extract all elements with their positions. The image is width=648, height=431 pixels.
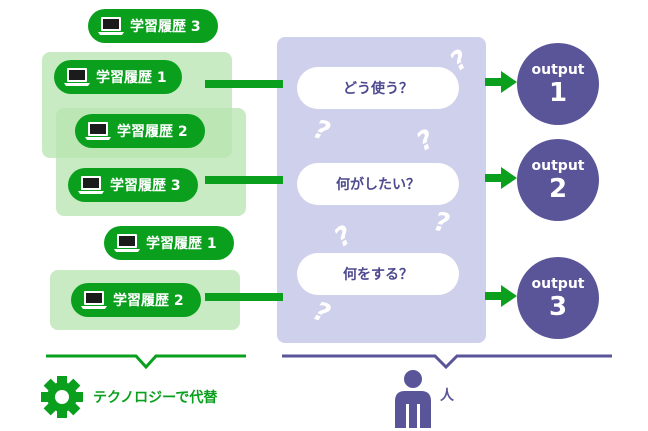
technology-label: テクノロジーで代替 bbox=[93, 390, 218, 406]
technology-bracket bbox=[46, 354, 246, 370]
output-circle-1: output 1 bbox=[517, 43, 599, 125]
question-bubble-2: 何がしたい？ bbox=[297, 163, 459, 205]
history-label: 学習履歴 3 bbox=[110, 178, 181, 194]
output-circle-3: output 3 bbox=[517, 257, 599, 339]
question-text: 何をする？ bbox=[343, 267, 413, 283]
output-number: 3 bbox=[548, 292, 568, 322]
history-pill-group1-a: 学習履歴 1 bbox=[54, 60, 182, 94]
person-icon bbox=[395, 370, 431, 428]
output-circle-2: output 2 bbox=[517, 139, 599, 221]
question-text: どう使う？ bbox=[343, 81, 413, 97]
laptop-icon bbox=[85, 122, 111, 140]
history-pill-group1-b: 学習履歴 2 bbox=[75, 114, 205, 148]
question-text: 何がしたい？ bbox=[336, 177, 420, 193]
output-word: output bbox=[531, 158, 585, 174]
arrow-right-icon bbox=[485, 71, 517, 93]
laptop-icon bbox=[64, 68, 90, 86]
history-pill-group2-a: 学習履歴 2 bbox=[71, 283, 201, 317]
connector-bar-1 bbox=[205, 80, 283, 88]
laptop-icon bbox=[81, 291, 107, 309]
output-word: output bbox=[531, 276, 585, 292]
arrow-right-icon bbox=[485, 285, 517, 307]
output-word: output bbox=[531, 62, 585, 78]
history-label: 学習履歴 1 bbox=[146, 236, 217, 252]
history-pill-group2-outside: 学習履歴 1 bbox=[104, 226, 234, 260]
history-label: 学習履歴 2 bbox=[117, 124, 188, 140]
connector-bar-3 bbox=[205, 293, 283, 301]
laptop-icon bbox=[78, 176, 104, 194]
history-label: 学習履歴 3 bbox=[130, 19, 201, 35]
laptop-icon bbox=[114, 234, 140, 252]
human-label: 人 bbox=[440, 388, 454, 404]
history-label: 学習履歴 1 bbox=[96, 70, 167, 86]
connector-bar-2 bbox=[205, 176, 283, 184]
question-bubble-1: どう使う？ bbox=[297, 67, 459, 109]
laptop-icon bbox=[98, 17, 124, 35]
output-number: 1 bbox=[548, 78, 568, 108]
history-label: 学習履歴 2 bbox=[113, 293, 184, 309]
gear-icon bbox=[41, 376, 83, 418]
arrow-right-icon bbox=[485, 167, 517, 189]
history-pill-group1-outside: 学習履歴 3 bbox=[88, 9, 218, 43]
output-number: 2 bbox=[548, 174, 568, 204]
history-pill-group1-c: 学習履歴 3 bbox=[68, 168, 198, 202]
question-bubble-3: 何をする？ bbox=[297, 253, 459, 295]
human-bracket bbox=[282, 354, 612, 370]
